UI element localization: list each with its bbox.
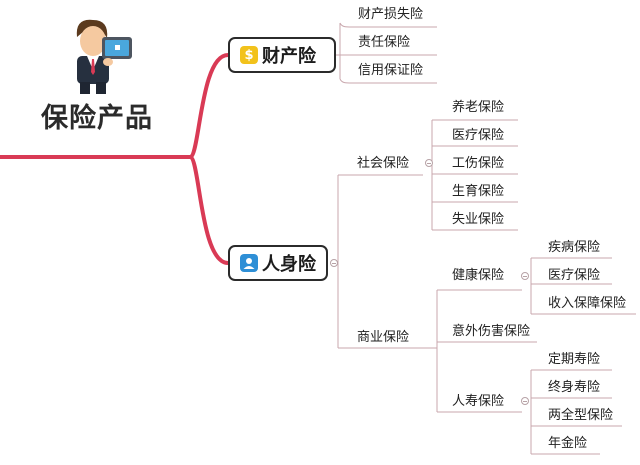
leaf-unemployment[interactable]: 失业保险 <box>452 212 505 227</box>
leaf-maternity[interactable]: 生育保险 <box>452 184 505 199</box>
root-title: 保险产品 <box>41 103 153 134</box>
leaf-medical-commercial[interactable]: 医疗保险 <box>548 268 601 283</box>
leaf-medical-social[interactable]: 医疗保险 <box>452 128 505 143</box>
node-property-insurance[interactable]: $ 财产险 <box>228 37 336 73</box>
leaf-accident[interactable]: 意外伤害保险 <box>452 324 531 339</box>
collapse-health-toggle[interactable] <box>521 272 529 280</box>
collapse-social-toggle[interactable] <box>425 159 433 167</box>
node-social-insurance[interactable]: 社会保险 <box>357 156 410 171</box>
branch-connector-personal <box>188 155 229 265</box>
node-life-insurance[interactable]: 人寿保险 <box>452 394 505 409</box>
node-personal-insurance-label: 人身险 <box>262 254 316 275</box>
node-health-insurance[interactable]: 健康保险 <box>452 268 505 283</box>
leaf-annuity[interactable]: 年金险 <box>548 436 588 451</box>
businessman-holding-tablet-icon <box>76 19 132 94</box>
leaf-endowment[interactable]: 两全型保险 <box>548 408 614 423</box>
contacts-person-icon <box>240 254 258 272</box>
leaf-property-loss[interactable]: 财产损失险 <box>358 7 424 22</box>
leaf-term-life[interactable]: 定期寿险 <box>548 352 601 367</box>
leaf-work-injury[interactable]: 工伤保险 <box>452 156 505 171</box>
collapse-life-toggle[interactable] <box>521 397 529 405</box>
node-property-insurance-label: 财产险 <box>262 46 316 67</box>
collapse-personal-toggle[interactable] <box>330 259 338 267</box>
node-personal-insurance[interactable]: 人身险 <box>228 245 328 281</box>
property-leaf-connectors <box>336 22 437 84</box>
personal-connectors <box>337 119 636 455</box>
leaf-credit-guarantee[interactable]: 信用保证险 <box>358 63 424 78</box>
leaf-disease[interactable]: 疾病保险 <box>548 240 601 255</box>
leaf-whole-life[interactable]: 终身寿险 <box>548 380 601 395</box>
leaf-pension[interactable]: 养老保险 <box>452 100 505 115</box>
leaf-liability[interactable]: 责任保险 <box>358 35 411 50</box>
dollar-coin-icon: $ <box>240 46 258 64</box>
leaf-income-protection[interactable]: 收入保障保险 <box>548 296 627 311</box>
branch-connector-property <box>188 53 229 159</box>
node-commercial-insurance[interactable]: 商业保险 <box>357 330 410 345</box>
